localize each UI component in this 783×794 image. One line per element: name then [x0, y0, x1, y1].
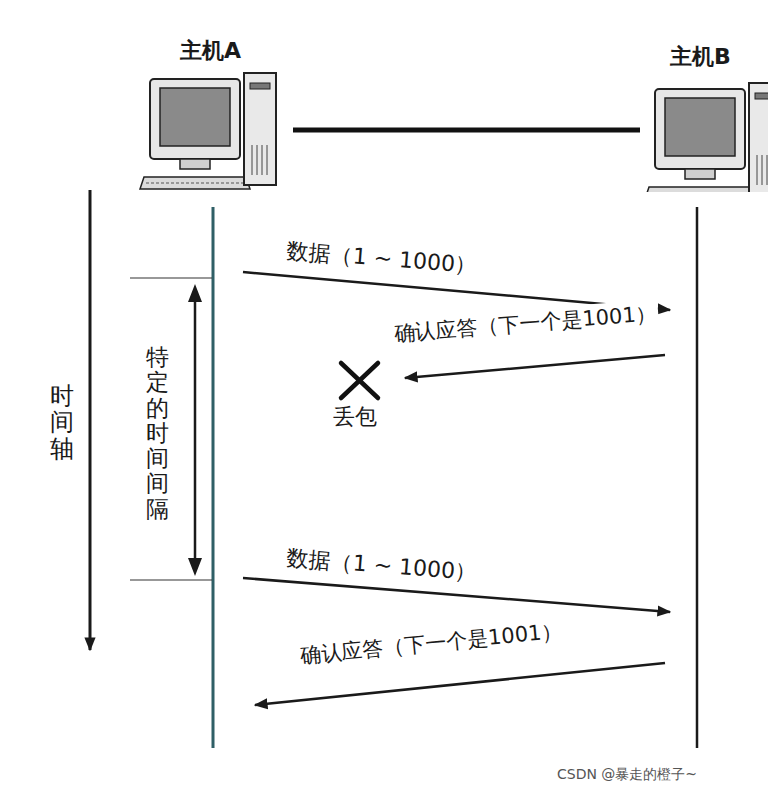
loss-label: 丢包 — [331, 402, 379, 432]
time-axis-arrow — [89, 190, 92, 650]
host-label: 主机A — [180, 36, 241, 66]
bracket-line — [130, 579, 212, 580]
host-computer: 主机A — [138, 32, 293, 192]
lifeline-b — [696, 207, 699, 748]
message-arrow — [255, 663, 665, 705]
watermark: CSDN @暴走的橙子~ — [555, 766, 699, 784]
axis-label: 时间轴 — [50, 383, 74, 462]
message-label: 数据（1 ~ 1000） — [284, 543, 480, 588]
interval-arrow — [194, 300, 197, 558]
loss-cross — [341, 363, 378, 398]
message-label: 确认应答（下一个是1001） — [391, 299, 660, 348]
lifeline-a — [212, 207, 215, 748]
interval-arrowheads — [188, 284, 202, 576]
host-label: 主机B — [670, 42, 731, 72]
message-label: 确认应答（下一个是1001） — [297, 616, 566, 670]
message-arrow — [405, 355, 665, 378]
interval-label: 特定的时间间隔 — [146, 345, 169, 522]
bracket-line — [130, 277, 212, 278]
network-link — [293, 128, 640, 133]
message-label: 数据（1 ~ 1000） — [284, 236, 480, 281]
host-computer: 主机B — [640, 40, 768, 192]
